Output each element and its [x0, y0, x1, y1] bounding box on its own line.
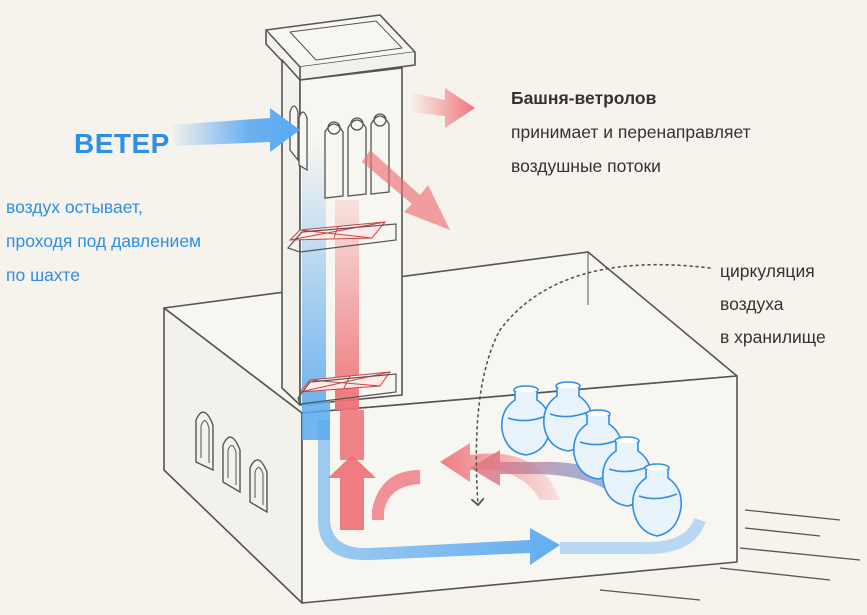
circulation-note: циркуляция воздуха в хранилище	[720, 255, 826, 354]
warm-exhaust-arrow	[410, 88, 475, 128]
tower-desc-line-1: принимает и перенаправляет	[511, 122, 751, 142]
building-windows	[195, 411, 268, 514]
cool-air-note: воздух остывает, проходя под давлением п…	[6, 190, 201, 292]
circulation-line-1: циркуляция	[720, 261, 815, 281]
warm-vent-arrow	[362, 150, 450, 230]
cool-air-line-1: воздух остывает,	[6, 197, 143, 217]
ground-lines	[599, 509, 861, 601]
circulation-pointer	[476, 263, 711, 505]
circulation-line-2: воздуха	[720, 294, 784, 314]
clay-jars	[500, 381, 683, 537]
tower-desc-line-2: воздушные потоки	[511, 156, 661, 176]
jar-5	[631, 463, 683, 537]
tower-title: Башня-ветролов	[511, 88, 657, 108]
tower-grille-edges	[286, 223, 397, 405]
circulation-line-3: в хранилище	[720, 327, 826, 347]
tower-description: принимает и перенаправляет воздушные пот…	[511, 115, 751, 183]
tower-vents	[289, 105, 390, 199]
jar-1	[500, 385, 552, 456]
wind-arrow	[170, 108, 300, 152]
cool-air-line-3: по шахте	[6, 265, 80, 285]
wind-label: ВЕТЕР	[74, 128, 170, 159]
cool-air-line-2: проходя под давлением	[6, 231, 202, 251]
